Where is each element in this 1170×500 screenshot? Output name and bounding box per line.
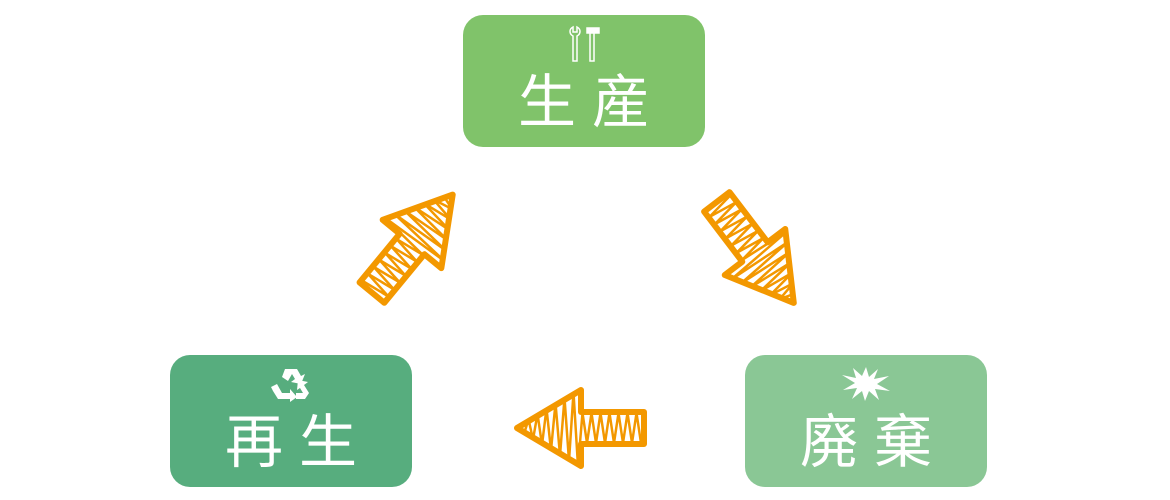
node-recycling: 再生 [170,355,412,487]
node-label: 廃棄 [799,408,948,476]
arrow-recycling-to-production [356,191,456,306]
arrow-outline [701,189,797,306]
arrow-disposal-to-recycling [514,387,647,469]
arrow-production-to-disposal [701,189,797,306]
tools-icon [463,25,705,63]
arrow-outline [356,191,456,306]
arrow-outline [514,387,647,469]
recycle-icon [170,365,412,403]
arrow-hatching [708,194,795,302]
burst-icon [745,365,987,403]
node-disposal: 廃棄 [745,355,987,487]
node-label: 再生 [224,408,373,476]
node-label: 生産 [517,68,666,136]
node-production: 生産 [463,15,705,147]
arrow-hatching [361,195,456,298]
